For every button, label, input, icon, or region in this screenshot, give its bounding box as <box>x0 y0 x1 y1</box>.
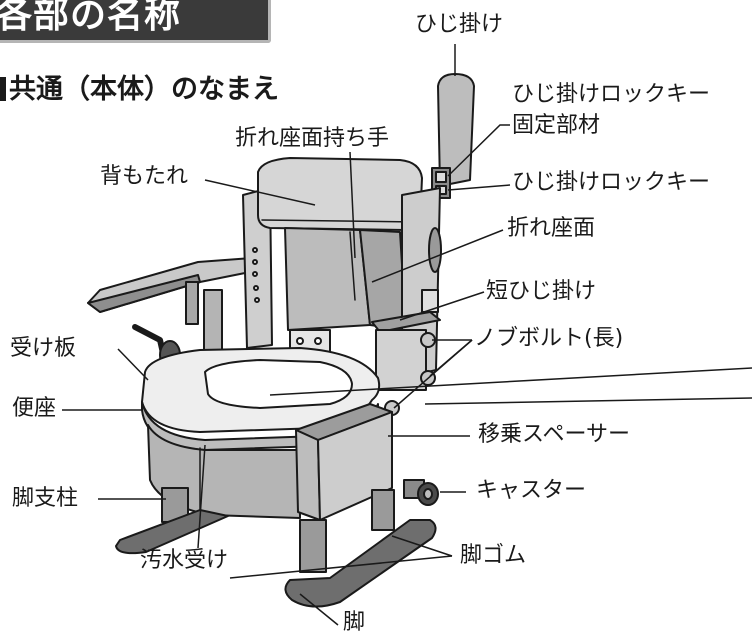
label-osui-uke: 汚水受け <box>140 548 229 573</box>
caster <box>403 479 439 506</box>
left-armrest <box>87 257 253 351</box>
label-ore-zamen-mochite: 折れ座面持ち手 <box>235 126 390 151</box>
backrest <box>257 157 423 231</box>
label-ukeita: 受け板 <box>10 336 77 361</box>
label-tan-hiji-kake: 短ひじ掛け <box>486 279 597 304</box>
short-armrest <box>371 311 441 391</box>
heading-marker <box>0 77 6 101</box>
label-lock-key-kotei: ひじ掛けロックキー <box>512 82 711 107</box>
label-kyaku-gomu: 脚ゴム <box>460 543 527 568</box>
label-kyaku-shichu: 脚支柱 <box>12 486 79 511</box>
long-armrest <box>431 73 475 199</box>
title-banner: 各部の名称 <box>0 0 271 43</box>
right-leg <box>284 489 437 608</box>
label-lock-key: ひじ掛けロックキー <box>512 170 711 195</box>
section-heading: 共通（本体）のなまえ <box>0 67 279 106</box>
label-caster: キャスター <box>476 478 587 503</box>
label-kyaku: 脚 <box>343 610 366 635</box>
label-hiji-kake: ひじ掛け <box>415 12 504 37</box>
leader-lines <box>62 44 752 626</box>
folding-seat <box>284 227 407 331</box>
section-heading-text: 共通（本体）のなまえ <box>9 74 279 105</box>
banner-title: 各部の名称 <box>0 0 182 36</box>
label-ijou-spacer: 移乗スペーサー <box>478 422 631 447</box>
label-benza: 便座 <box>12 396 57 421</box>
hinge-plate <box>289 329 331 353</box>
label-kotei-buzai: 固定部材 <box>512 113 601 138</box>
label-semotare: 背もたれ <box>100 164 189 189</box>
label-knob-bolt: ノブボルト(長) <box>474 326 624 351</box>
left-frame <box>242 187 273 349</box>
label-ore-zamen: 折れ座面 <box>507 216 596 241</box>
